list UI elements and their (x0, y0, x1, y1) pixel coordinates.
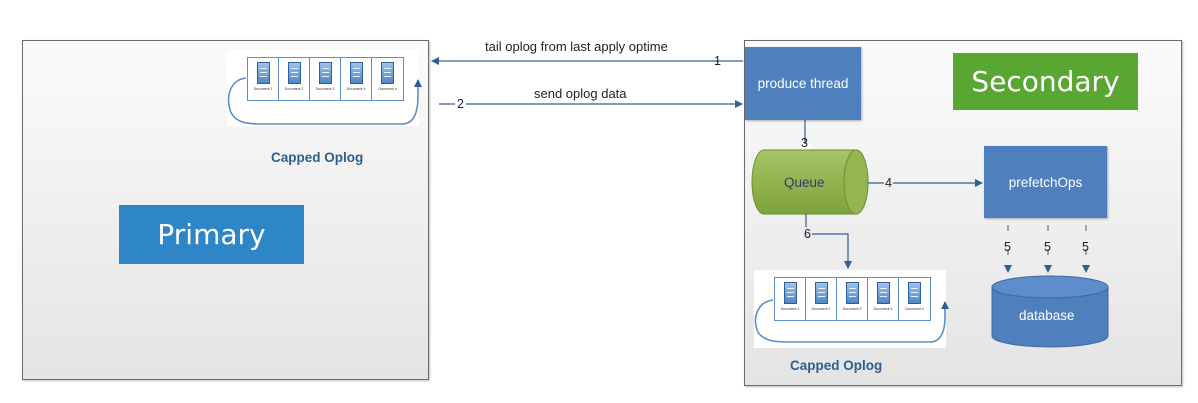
document-icon (814, 282, 828, 304)
document-cell: Document n (899, 278, 930, 320)
document-icon (908, 282, 921, 304)
database-label: database (1019, 308, 1075, 323)
document-cell: Document 3 (310, 58, 341, 100)
document-cell: Document 4 (868, 278, 899, 320)
document-caption: Document n (378, 87, 397, 91)
document-icon (381, 62, 394, 84)
document-cell: Document 2 (806, 278, 837, 320)
secondary-oplog-loop (754, 299, 949, 343)
secondary-oplog-title: Capped Oplog (790, 358, 883, 373)
step-5c: 5 (1082, 240, 1089, 254)
primary-banner: Primary (119, 205, 304, 264)
tail-oplog-label: tail oplog from last apply optime (485, 39, 668, 54)
document-cell: Document 1 (248, 58, 279, 100)
document-caption: Document 1 (253, 87, 273, 91)
queue-cylinder (751, 149, 869, 215)
document-caption: Document 3 (315, 87, 335, 91)
step-5b: 5 (1044, 240, 1051, 254)
step-1: 1 (714, 54, 721, 68)
secondary-banner: Secondary (953, 53, 1138, 110)
document-icon (845, 282, 859, 304)
document-caption: Document 2 (284, 87, 304, 91)
document-icon (349, 62, 363, 84)
step-4: 4 (884, 176, 893, 190)
primary-oplog-strip: Document 1 Document 2 Document 3 Documen… (227, 50, 419, 126)
prefetch-ops-box: prefetchOps (984, 146, 1107, 218)
document-caption: Document 4 (346, 87, 366, 91)
produce-thread-box: produce thread (745, 47, 861, 120)
step-2: 2 (455, 97, 466, 111)
document-caption: Document 4 (873, 307, 893, 311)
document-cell: Document 4 (341, 58, 372, 100)
document-icon (318, 62, 332, 84)
document-icon (256, 62, 270, 84)
document-caption: Document 3 (842, 307, 862, 311)
primary-oplog-title: Capped Oplog (271, 150, 364, 165)
document-cell: Document n (372, 58, 403, 100)
document-caption: Document 1 (780, 307, 800, 311)
secondary-oplog-documents: Document 1 Document 2 Document 3 Documen… (774, 277, 931, 321)
document-cell: Document 3 (837, 278, 868, 320)
document-cell: Document 1 (775, 278, 806, 320)
step-5a: 5 (1004, 240, 1011, 254)
step-6: 6 (803, 227, 812, 241)
database-cylinder (991, 275, 1109, 348)
primary-oplog-loop (227, 77, 422, 125)
secondary-oplog-strip: Document 1 Document 2 Document 3 Documen… (754, 270, 946, 348)
step-3: 3 (801, 136, 808, 150)
queue-label: Queue (784, 175, 825, 190)
document-caption: Document 2 (811, 307, 831, 311)
primary-oplog-documents: Document 1 Document 2 Document 3 Documen… (247, 57, 404, 101)
document-icon (783, 282, 797, 304)
document-icon (876, 282, 890, 304)
document-cell: Document 2 (279, 58, 310, 100)
send-oplog-label: send oplog data (534, 86, 627, 101)
queue-to-oplog-arrow (805, 214, 852, 269)
document-caption: Document n (905, 307, 924, 311)
document-icon (287, 62, 301, 84)
